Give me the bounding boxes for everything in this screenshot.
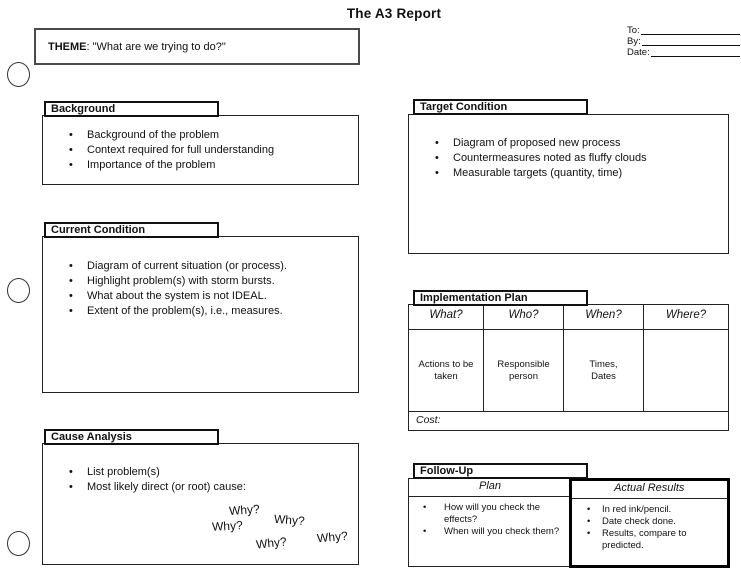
routing-field-by: By: [627,36,740,47]
section-box-target-condition: Diagram of proposed new process Counterm… [408,114,729,254]
follow-up-plan-column: Plan How will you check the effects? Whe… [409,479,571,566]
table-cell-who: Responsible person [484,330,564,411]
bullet-list: Diagram of proposed new process Counterm… [409,136,728,181]
section-title: Follow-Up [420,465,474,477]
list-item: When will you check them? [409,526,571,538]
punch-hole-icon [7,278,30,303]
list-item: Importance of the problem [43,158,358,173]
column-header-where: Where? [665,309,707,321]
section-tab-current-condition: Current Condition [44,222,219,238]
section-tab-follow-up: Follow-Up [413,463,588,479]
follow-up-box: Plan How will you check the effects? Whe… [408,477,730,568]
theme-label: THEME [48,40,87,53]
bullet-list: List problem(s) Most likely direct (or r… [43,465,358,495]
theme-box: THEME: "What are we trying to do?" [34,28,360,65]
punch-hole-icon [7,62,30,87]
list-item: Most likely direct (or root) cause: [43,480,358,495]
list-item: Diagram of current situation (or process… [43,259,358,274]
list-item: Date check done. [572,516,727,528]
table-cell-when: Times, Dates [564,330,644,411]
list-item: Context required for full understanding [43,143,358,158]
bullet-list: Diagram of current situation (or process… [43,259,358,319]
section-tab-background: Background [44,101,219,117]
section-box-cause-analysis: List problem(s) Most likely direct (or r… [42,443,359,565]
section-title: Background [51,103,116,115]
follow-up-actual-results-column: Actual Results In red ink/pencil. Date c… [569,477,730,568]
table-cell-where [644,330,728,411]
fill-in-line [650,56,740,57]
column-header-when: When? [564,305,644,329]
why-label: Why? [273,511,306,529]
list-item: Highlight problem(s) with storm bursts. [43,274,358,289]
section-box-current-condition: Diagram of current situation (or process… [42,236,359,393]
fill-in-line [641,45,740,46]
bullet-list: Background of the problem Context requir… [43,128,358,173]
theme-text: : "What are we trying to do?" [86,40,226,53]
routing-label: To: [627,25,640,36]
list-item: Countermeasures noted as fluffy clouds [409,151,728,166]
implementation-plan-table: What? Who? When? Where? Actions to be ta… [408,304,729,431]
list-item: Background of the problem [43,128,358,143]
plan-column-header: Plan [409,479,571,497]
routing-block: To: By: Date: [627,25,740,58]
routing-label: Date: [627,47,650,58]
list-item: What about the system is not IDEAL. [43,289,358,304]
page-title: The A3 Report [346,6,442,21]
list-item: How will you check the effects? [409,502,571,526]
section-tab-implementation-plan: Implementation Plan [413,290,588,306]
list-item: Extent of the problem(s), i.e., measures… [43,304,358,319]
actual-results-column-header: Actual Results [572,481,727,499]
cost-row: Cost: [409,411,728,430]
section-title: Implementation Plan [420,292,528,304]
section-tab-cause-analysis: Cause Analysis [44,429,219,445]
why-label: Why? [228,501,261,519]
section-title: Cause Analysis [51,431,132,443]
table-row: Actions to be taken Responsible person T… [409,330,728,411]
list-item: In red ink/pencil. [572,504,727,516]
routing-field-date: Date: [627,47,740,58]
list-item: List problem(s) [43,465,358,480]
section-title: Current Condition [51,224,146,236]
fill-in-line [640,34,740,35]
list-item: Measurable targets (quantity, time) [409,166,728,181]
column-header-who: Who? [484,305,564,329]
bullet-list: In red ink/pencil. Date check done. Resu… [572,504,727,552]
punch-hole-icon [7,531,30,556]
section-title: Target Condition [420,101,508,113]
bullet-list: How will you check the effects? When wil… [409,502,571,538]
column-header-what: What? [409,305,484,329]
routing-label: By: [627,36,641,47]
table-header-row: What? Who? When? Where? [409,305,728,330]
routing-field-to: To: [627,25,740,36]
why-label: Why? [211,518,244,534]
section-tab-target-condition: Target Condition [413,99,588,115]
list-item: Results, compare to predicted. [572,528,727,552]
list-item: Diagram of proposed new process [409,136,728,151]
why-label: Why? [316,528,349,546]
section-box-background: Background of the problem Context requir… [42,115,359,185]
table-cell-what: Actions to be taken [409,330,484,411]
